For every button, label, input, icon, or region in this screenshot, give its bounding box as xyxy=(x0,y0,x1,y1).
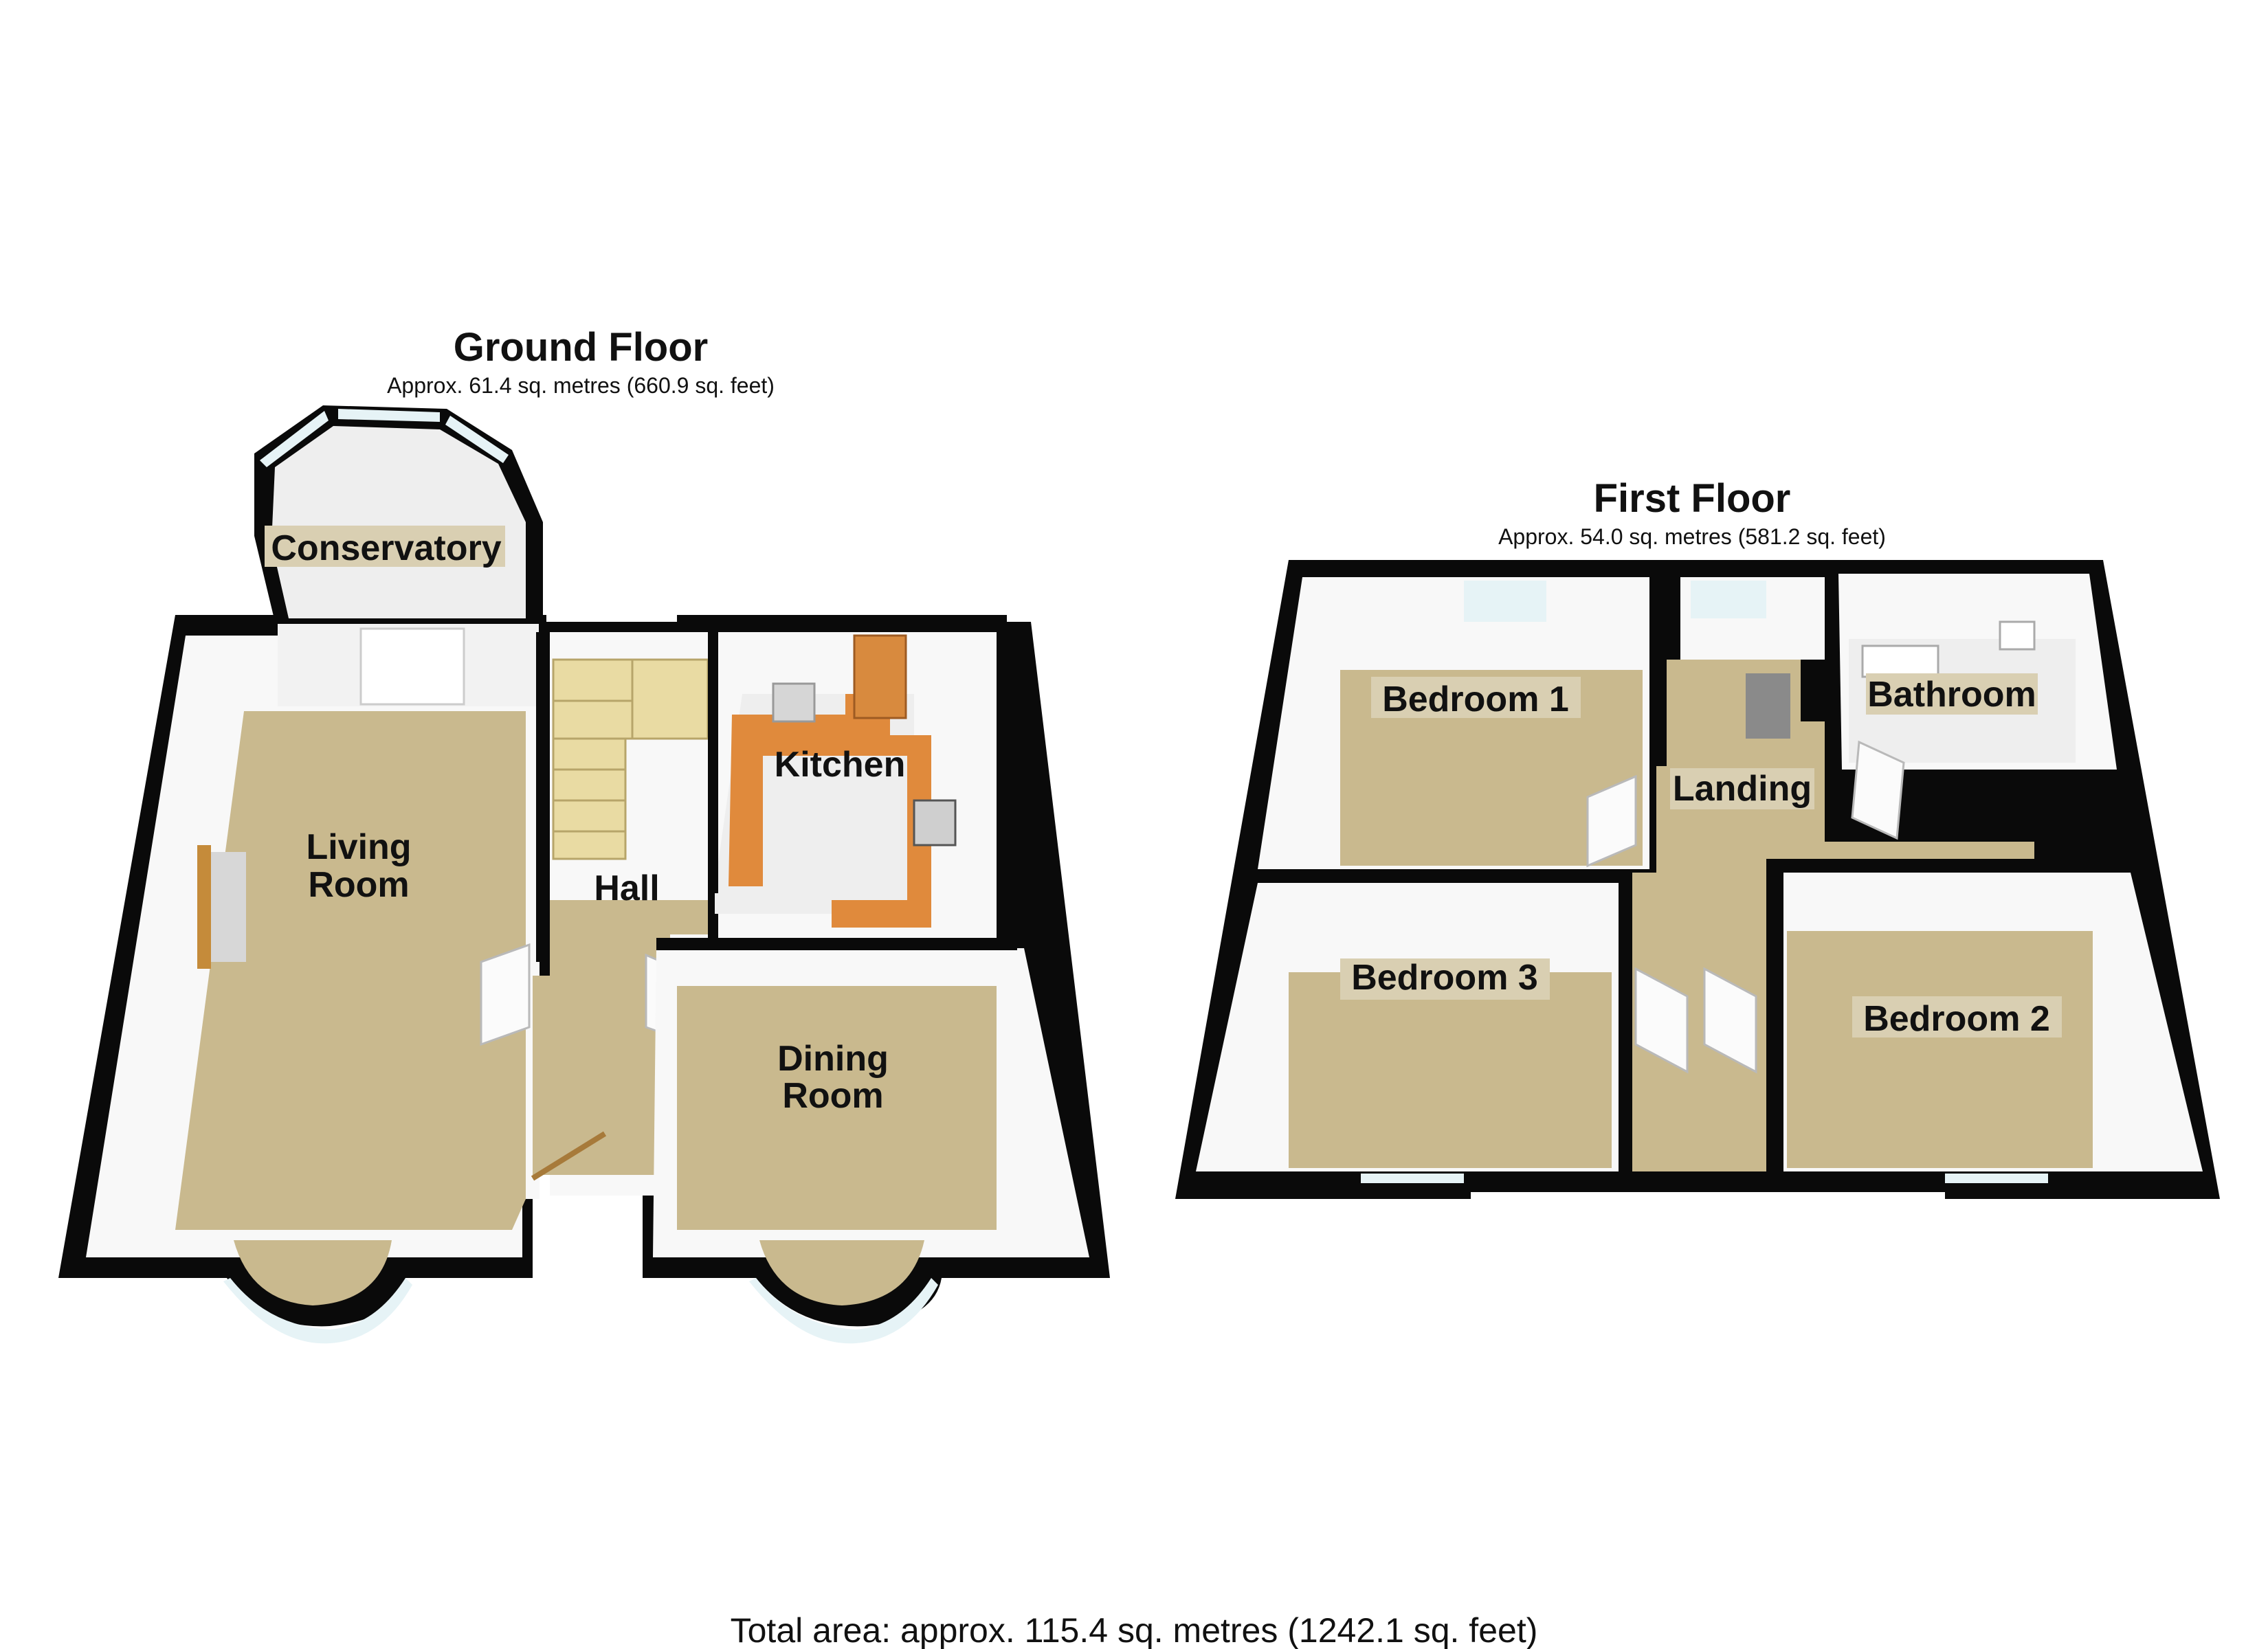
conservatory-label-bg xyxy=(265,526,505,567)
staircase xyxy=(552,658,709,860)
living-room-bay xyxy=(234,1240,392,1305)
living-room-label-line2: Room xyxy=(308,865,409,905)
landing-label-bg xyxy=(1670,768,1814,809)
bedroom2-floor xyxy=(1787,931,2093,1168)
landing-cupboard-door[interactable] xyxy=(1703,967,1757,1074)
bedroom2-top-partition xyxy=(1780,859,2131,873)
bathroom-door[interactable] xyxy=(1851,740,1905,840)
total-area: Total area: approx. 115.4 sq. metres (12… xyxy=(731,1611,1538,1649)
bedroom2-window xyxy=(1945,1174,2048,1183)
dining-room-label-line1: Dining xyxy=(777,1039,889,1079)
conservatory-label: Conservatory xyxy=(271,528,501,568)
bedroom3-label: Bedroom 3 xyxy=(1351,958,1538,998)
bedroom1-window xyxy=(1464,581,1546,622)
bedroom2-label-bg xyxy=(1852,996,2062,1037)
kitchen-tall-cupboard xyxy=(853,634,907,719)
ground-floor-plan xyxy=(58,405,1110,1344)
dining-room-floor xyxy=(677,986,997,1230)
ground-floor-title: Ground Floor xyxy=(454,325,709,370)
first-floor-area: Approx. 54.0 sq. metres (581.2 sq. feet) xyxy=(1498,524,1886,549)
dining-room-label-line2: Room xyxy=(782,1076,883,1116)
bathroom-label: Bathroom xyxy=(1867,675,2036,715)
ground-floor-area: Approx. 61.4 sq. metres (660.9 sq. feet) xyxy=(387,373,775,398)
conservatory-floor xyxy=(271,426,526,618)
conservatory-sliding-door[interactable] xyxy=(359,627,465,706)
landing-bedroom2-partition xyxy=(1766,859,1780,1171)
bathroom-label-bg xyxy=(1866,673,2038,715)
kitchen-dining-partition xyxy=(656,938,1017,950)
bedroom3-landing-partition xyxy=(1619,989,1632,1171)
bedroom1-bedroom3-partition xyxy=(1258,869,1625,883)
bedroom2-label: Bedroom 2 xyxy=(1863,999,2050,1039)
living-room-label-line1: Living xyxy=(306,827,411,867)
hall-label: Hall xyxy=(594,868,659,908)
hob-icon xyxy=(913,799,957,846)
living-room-door[interactable] xyxy=(480,943,531,1046)
landing-window xyxy=(1691,581,1766,618)
bedroom3-window xyxy=(1361,1174,1464,1183)
dining-room-bay xyxy=(759,1240,924,1305)
first-floor-title: First Floor xyxy=(1594,476,1791,521)
front-door[interactable] xyxy=(531,1131,607,1181)
toilet-icon xyxy=(1999,620,2036,651)
living-hall-partition xyxy=(536,632,550,962)
kitchen-sink xyxy=(772,682,816,723)
bedroom3-door[interactable] xyxy=(1634,967,1689,1074)
bedroom3-floor xyxy=(1289,972,1612,1168)
bedroom1-door[interactable] xyxy=(1586,774,1637,868)
first-floor-plan xyxy=(1175,560,2220,1199)
fireplace-hearth xyxy=(197,845,211,969)
living-room-floor xyxy=(175,711,526,1230)
living-room-bay-window xyxy=(223,1278,412,1344)
landing-label: Landing xyxy=(1673,769,1812,809)
bedroom1-label: Bedroom 1 xyxy=(1382,680,1569,719)
bedroom3-label-bg xyxy=(1340,958,1550,1000)
bedroom1-landing-partition xyxy=(1649,577,1663,766)
hall-kitchen-partition xyxy=(708,632,718,893)
conservatory-glazing xyxy=(260,409,509,467)
kitchen-label: Kitchen xyxy=(775,745,906,785)
basin-icon xyxy=(1861,644,1939,678)
airing-cupboard xyxy=(1746,673,1790,739)
landing-bathroom-partition xyxy=(1825,577,1838,763)
bedroom1-label-bg xyxy=(1371,677,1581,718)
kitchen-counter xyxy=(729,694,931,928)
dining-room-bay-window xyxy=(749,1278,938,1344)
